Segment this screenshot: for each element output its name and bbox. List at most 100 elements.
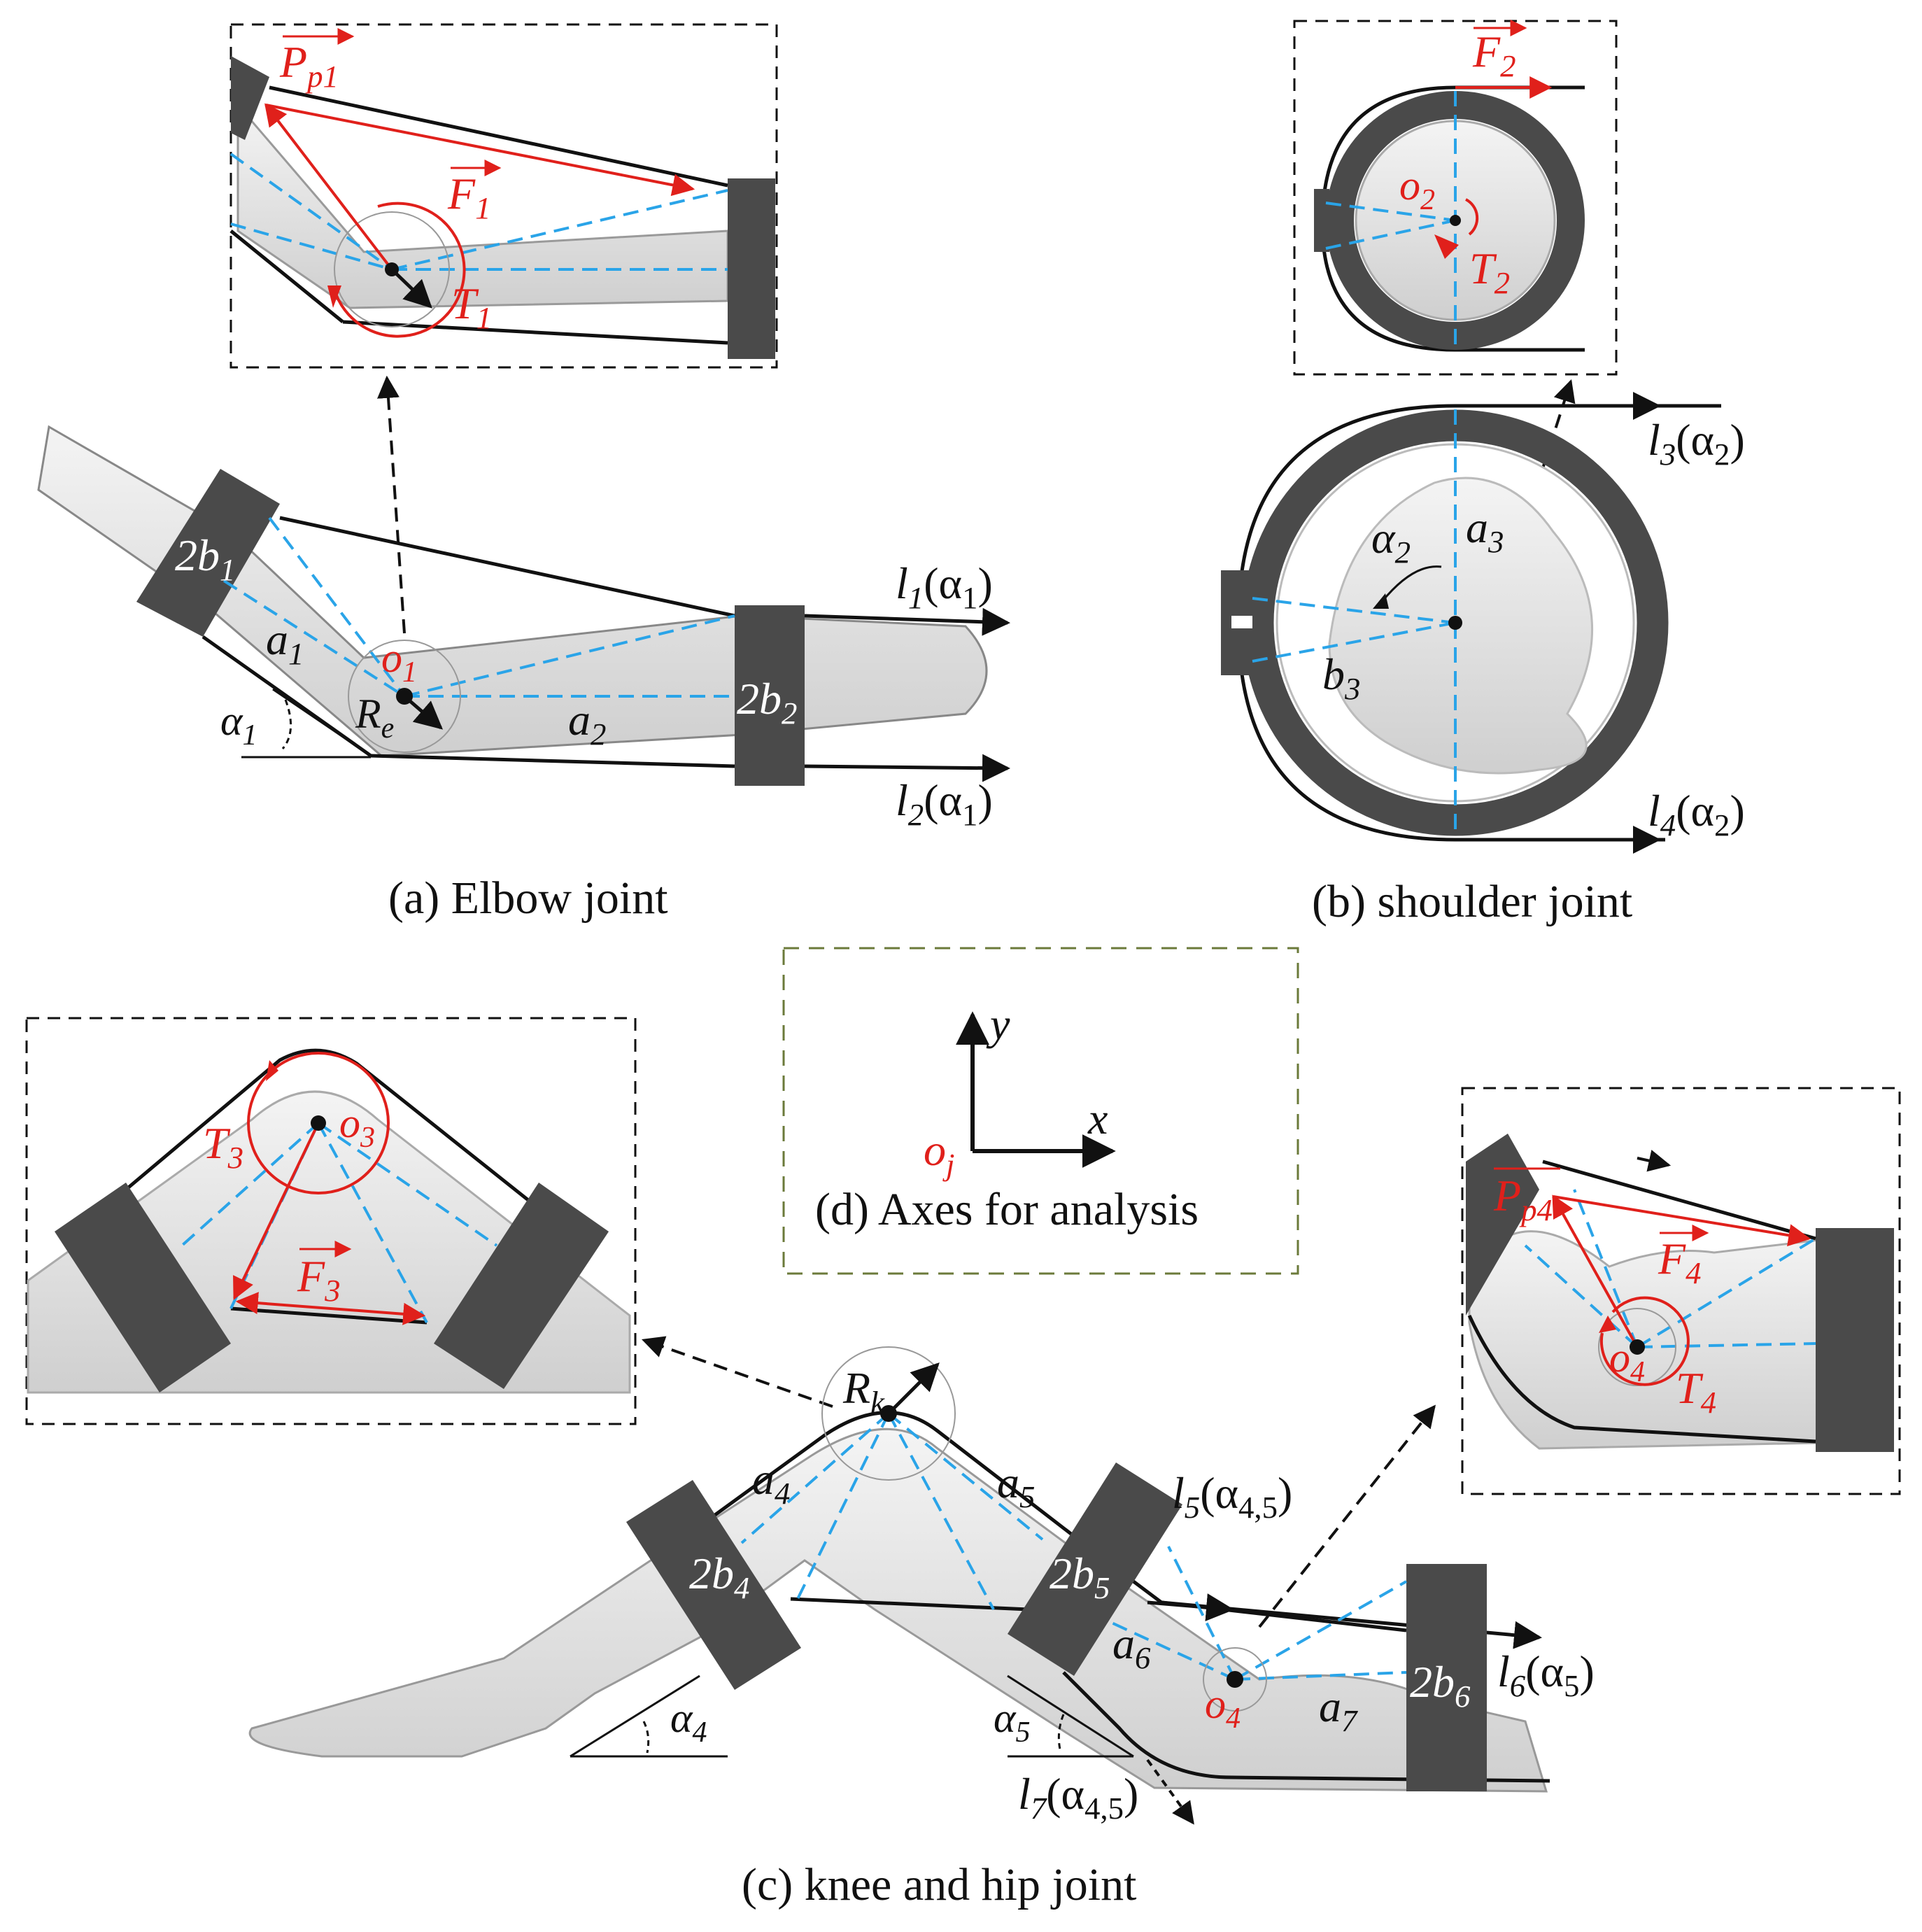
elbow-inset-F-sub: 1 [475,190,490,225]
svg-text:l2(α1): l2(α1) [896,775,993,832]
shoulder-alpha2-label: α [1371,513,1396,563]
svg-text:o2: o2 [1399,162,1435,216]
elbow-l2-label: l [896,775,908,825]
elbow-Re-label: R [355,691,381,737]
hip-inset-frame [1461,1087,1901,1495]
leg-diagram: Rk a4 a5 a6 a7 2b4 2b5 2b6 o4 α4 α5 l5(α… [248,1346,1595,1826]
hip-inset-cuff-right [1816,1228,1894,1452]
axis-origin-label: o [924,1125,946,1175]
knee-inset-F: F [297,1251,325,1301]
svg-text:l1(α1): l1(α1) [896,558,993,615]
caption-c: (c) knee and hip joint [742,1859,1136,1910]
svg-text:Pp4: Pp4 [1493,1171,1553,1227]
axes-frame [782,947,1299,1275]
svg-text:l3(α2): l3(α2) [1648,415,1745,472]
elbow-inset-T: T [451,278,479,328]
svg-text:a2: a2 [568,695,606,752]
svg-text:a3: a3 [1466,502,1504,559]
elbow-a1-label: a [266,614,288,664]
leg-a7-label: a [1319,1681,1341,1731]
elbow-inset-frame [229,23,778,369]
leg-a6-label: a [1112,1619,1135,1668]
knee-inset: T3 o3 F3 [25,1017,637,1425]
knee-inset-T: T [203,1118,231,1168]
svg-text:2b1: 2b1 [175,530,235,587]
hip-inset-o: o [1609,1334,1630,1381]
elbow-a2-label: a [568,695,591,745]
svg-text:o4: o4 [1609,1334,1645,1388]
svg-text:b3: b3 [1322,649,1360,706]
elbow-inset-cuff-lower [728,178,775,359]
leg-o4-label: o [1205,1681,1226,1727]
svg-text:F1: F1 [447,169,491,225]
shoulder-diagram: α2 a3 b3 l3(α2) l4(α2) [1221,392,1745,854]
svg-text:2b2: 2b2 [737,674,797,731]
leg-alpha5-label: α [994,1695,1017,1741]
svg-text:l7(α4,5): l7(α4,5) [1018,1769,1138,1826]
shoulder-inset-torque-arc [1465,198,1479,236]
shoulder-inset-T: T [1469,244,1497,293]
hip-inset: Pp4 F4 o4 T4 [1461,1087,1901,1495]
elbow-inset-P-sub: p1 [305,59,339,94]
elbow-inset-torque-arc [334,202,466,338]
elbow-o1-label: o [381,635,402,681]
leg-cuff-shin [626,1480,801,1690]
elbow-diagram: 2b1 2b2 a1 a2 o1 Re α1 l1(α1) l2(α1) [37,425,1010,832]
leg-l5-label: l [1172,1468,1185,1518]
svg-text:o1: o1 [381,635,417,689]
svg-text:F4: F4 [1658,1234,1702,1290]
svg-text:o3: o3 [339,1100,375,1154]
joint-dot-icon [311,1115,326,1131]
elbow-cuff-lower [735,605,805,786]
leg-cuff-hip [1406,1564,1487,1791]
leg-outline [248,1427,1548,1793]
elbow-cuff2-label: 2b [737,674,782,724]
svg-text:2b5: 2b5 [1050,1549,1110,1605]
axes-panel: y x oj (d) Axes for analysis [782,947,1299,1275]
caption-d: (d) Axes for analysis [815,1184,1199,1235]
svg-text:Re: Re [355,691,394,745]
shoulder-inset: F2 o2 T2 [1293,20,1618,376]
elbow-zoom-arrow [377,375,406,634]
svg-text:T3: T3 [203,1118,243,1175]
joint-dot-icon [880,1405,897,1422]
leg-cuff4-label: 2b [689,1549,734,1598]
joint-dot-icon [1227,1671,1243,1688]
elbow-cuff1-label: 2b [175,530,220,580]
axis-x-label: x [1087,1094,1108,1143]
elbow-inset-F: F [447,169,476,218]
svg-text:T1: T1 [451,278,492,335]
knee-inset-frame [25,1017,637,1425]
leg-Rk-label: R [842,1363,870,1413]
leg-cuff6-label: 2b [1410,1657,1455,1707]
elbow-inset-P: P [279,37,307,87]
knee-joint-circle [821,1346,956,1481]
leg-l7-label: l [1018,1769,1031,1819]
hip-zoom-arrow [1258,1404,1436,1628]
knee-inset-cuff-left [55,1183,231,1392]
leg-cuff-thigh [1008,1462,1182,1676]
hip-inset-P: P [1493,1171,1521,1220]
svg-text:α2: α2 [1371,513,1411,570]
svg-text:Pp1: Pp1 [279,37,339,94]
elbow-inset-joint-circle [334,211,450,327]
elbow-joint-circle [348,640,461,753]
svg-text:l5(α4,5): l5(α4,5) [1172,1468,1292,1525]
shoulder-l3-label: l [1648,415,1660,465]
svg-text:F3: F3 [297,1251,341,1308]
svg-text:l4(α2): l4(α2) [1648,786,1745,842]
svg-text:a5: a5 [997,1458,1035,1514]
hip-inset-torque-arc [1599,1296,1690,1386]
svg-text:2b6: 2b6 [1410,1657,1471,1714]
svg-text:F2: F2 [1472,27,1516,83]
svg-text:α1: α1 [220,698,257,752]
leg-cuff5-label: 2b [1050,1549,1094,1598]
shoulder-inset-F: F [1472,27,1501,76]
svg-text:Rk: Rk [842,1363,885,1420]
elbow-inset-T-sub: 1 [476,300,492,335]
hip-inset-cuff-left [1466,1134,1539,1316]
leg-l6-label: l [1497,1647,1510,1696]
knee-inset-torque-circle [247,1052,390,1194]
knee-inset-cuff-right [434,1183,609,1389]
